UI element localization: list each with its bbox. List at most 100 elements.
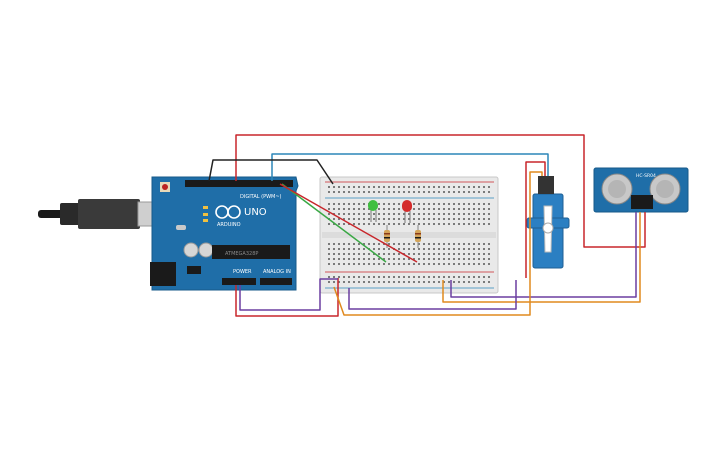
breadboard-hole [473,218,475,220]
breadboard-hole [483,191,485,193]
breadboard-hole [348,263,350,265]
breadboard-hole [393,208,395,210]
breadboard-hole [398,218,400,220]
analog-header [260,278,292,285]
breadboard-hole [448,258,450,260]
breadboard-hole [488,281,490,283]
breadboard-hole [453,281,455,283]
breadboard-hole [368,276,370,278]
breadboard-hole [488,258,490,260]
breadboard-hole [438,258,440,260]
breadboard-hole [463,258,465,260]
breadboard-hole [358,223,360,225]
breadboard-hole [478,191,480,193]
breadboard-hole [373,223,375,225]
breadboard-hole [433,218,435,220]
breadboard-hole [393,223,395,225]
breadboard-hole [483,218,485,220]
breadboard-hole [453,253,455,255]
breadboard-hole [338,263,340,265]
breadboard-hole [353,213,355,215]
breadboard-hole [438,213,440,215]
breadboard-hole [423,263,425,265]
breadboard-hole [483,223,485,225]
power-jack [150,262,176,286]
breadboard-hole [408,258,410,260]
breadboard-hole [353,281,355,283]
breadboard-hole [358,213,360,215]
breadboard-hole [483,208,485,210]
breadboard-hole [353,243,355,245]
breadboard-hole [403,281,405,283]
breadboard-hole [453,208,455,210]
breadboard-hole [458,208,460,210]
led-tx-indicator [203,213,208,216]
breadboard-hole [398,248,400,250]
breadboard-hole [343,263,345,265]
power-header [222,278,256,285]
breadboard-hole [413,186,415,188]
breadboard-hole [393,203,395,205]
breadboard-hole [338,213,340,215]
breadboard-hole [438,248,440,250]
breadboard-hole [403,243,405,245]
breadboard-hole [443,263,445,265]
breadboard-hole [333,248,335,250]
breadboard-hole [358,218,360,220]
breadboard-hole [428,218,430,220]
breadboard-hole [393,186,395,188]
breadboard-hole [413,263,415,265]
breadboard-hole [363,248,365,250]
breadboard-hole [388,276,390,278]
analog-header-label: ANALOG IN [263,269,291,275]
breadboard-hole [458,258,460,260]
breadboard-hole [383,218,385,220]
breadboard-hole [363,186,365,188]
breadboard-hole [433,258,435,260]
breadboard-hole [333,223,335,225]
breadboard-hole [423,258,425,260]
breadboard-hole [453,203,455,205]
breadboard-hole [438,276,440,278]
breadboard-hole [483,243,485,245]
breadboard-hole [453,258,455,260]
breadboard-hole [328,186,330,188]
breadboard-hole [433,263,435,265]
breadboard-hole [453,191,455,193]
breadboard-hole [463,191,465,193]
breadboard-hole [378,243,380,245]
breadboard-hole [348,276,350,278]
breadboard-hole [423,191,425,193]
breadboard-hole [463,248,465,250]
breadboard-hole [333,208,335,210]
breadboard-hole [363,281,365,283]
breadboard-hole [368,191,370,193]
breadboard-hole [353,218,355,220]
breadboard-hole [398,281,400,283]
breadboard-hole [483,248,485,250]
breadboard-hole [463,263,465,265]
breadboard-hole [473,258,475,260]
breadboard-hole [483,253,485,255]
breadboard-hole [368,258,370,260]
breadboard-hole [398,208,400,210]
servo-motor [526,176,570,269]
breadboard-hole [383,223,385,225]
breadboard-hole [413,218,415,220]
breadboard-hole [453,223,455,225]
breadboard-hole [458,213,460,215]
breadboard-hole [373,276,375,278]
breadboard-hole [343,253,345,255]
breadboard-hole [413,243,415,245]
breadboard-hole [433,208,435,210]
breadboard-hole [383,213,385,215]
breadboard-hole [433,213,435,215]
breadboard-hole [458,248,460,250]
breadboard-hole [473,223,475,225]
breadboard-hole [448,213,450,215]
breadboard-hole [373,243,375,245]
breadboard-hole [343,218,345,220]
breadboard-hole [338,186,340,188]
breadboard-hole [348,218,350,220]
